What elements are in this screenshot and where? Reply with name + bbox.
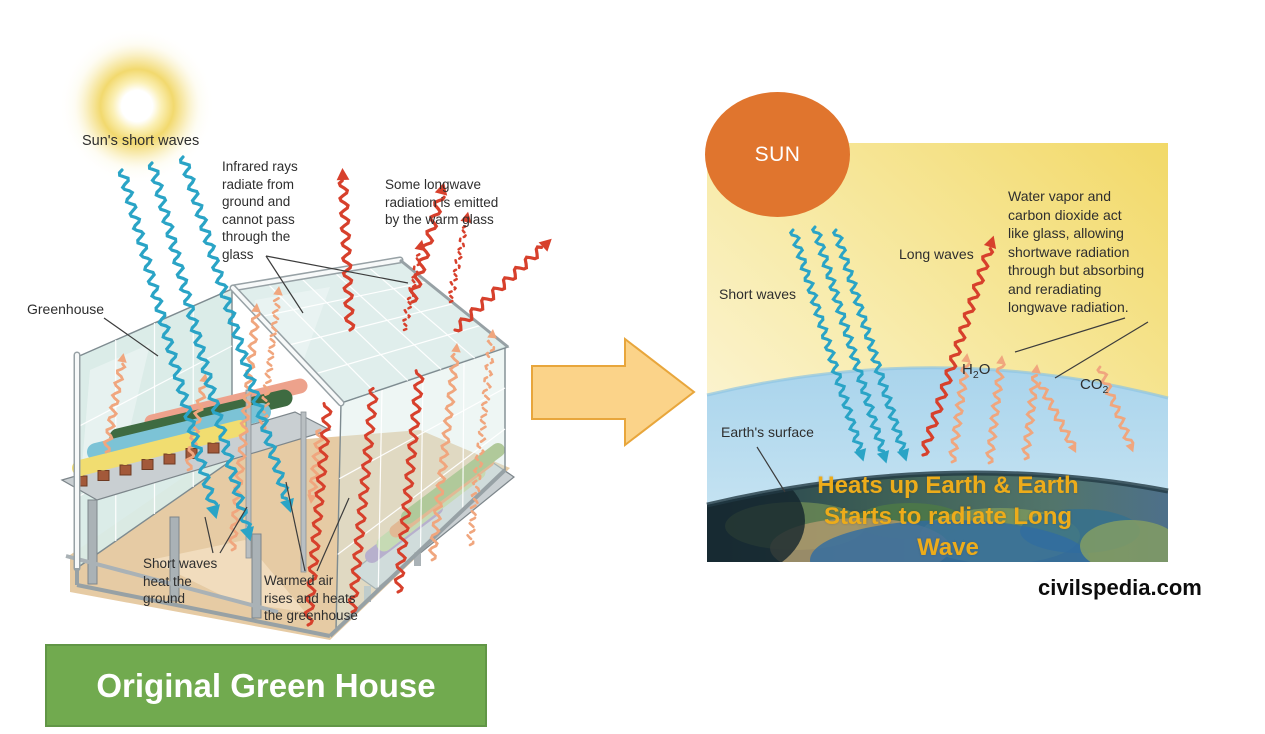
wavy-arrow <box>453 245 543 333</box>
arrowhead-icon <box>307 494 317 504</box>
arrowhead-icon <box>853 448 867 462</box>
wavy-arrow <box>948 362 971 464</box>
wavy-arrow <box>810 225 886 453</box>
wavy-arrow <box>427 352 460 562</box>
arrowhead-icon <box>996 355 1006 365</box>
wavy-arrow <box>788 228 864 452</box>
label-short-waves: Short waves <box>719 286 797 302</box>
arrowhead-icon <box>1125 442 1135 453</box>
arrowhead-icon <box>336 168 350 181</box>
wavy-arrow <box>117 168 219 506</box>
wavy-arrow <box>303 402 333 627</box>
transform-arrow <box>531 336 696 448</box>
wavy-arrow <box>184 383 209 472</box>
watermark-civilspedia: civilspedia.com <box>1038 575 1202 600</box>
label-greenhouse: Greenhouse <box>27 301 105 317</box>
arrowhead-icon <box>961 353 971 363</box>
wavy-arrow <box>465 337 496 547</box>
wavy-arrow <box>409 195 446 304</box>
sun-icon: SUN <box>705 92 850 217</box>
wavy-arrow <box>921 247 995 457</box>
label-warmed-air: Warmed air rises and heats the greenhous… <box>264 573 358 623</box>
arrowhead-icon <box>460 211 472 224</box>
label-long-waves: Long waves <box>899 246 974 262</box>
wavy-arrow <box>102 362 127 454</box>
arrowhead-icon <box>251 303 261 313</box>
arrowhead-icon <box>117 353 127 363</box>
wavy-arrow <box>347 387 379 614</box>
arrowhead-icon <box>896 448 910 462</box>
arrowhead-icon <box>206 504 220 520</box>
arrowhead-icon <box>1067 442 1077 453</box>
wavy-arrow <box>984 363 1006 465</box>
wavy-arrow <box>1021 373 1040 461</box>
arrowhead-icon <box>273 286 283 296</box>
label-short-waves-ground: Short waves heat the ground <box>143 556 218 606</box>
wavy-arrow <box>337 179 356 332</box>
label-h2o: H2O <box>962 360 991 381</box>
arrowhead-icon <box>983 235 997 249</box>
right-arrow-icon <box>531 336 696 448</box>
arrowhead-icon <box>538 238 552 252</box>
arrowhead-icon <box>434 182 448 196</box>
earth-continents <box>707 473 1168 562</box>
label-infrared-rays: Infrared rays radiate from ground and ca… <box>222 159 298 262</box>
wavy-arrow <box>831 228 907 452</box>
sun-glow-icon <box>59 28 215 184</box>
label-earths-surface: Earth's surface <box>721 424 814 440</box>
arrowhead-icon <box>451 343 461 353</box>
wavy-arrow <box>147 161 253 529</box>
arrowhead-icon <box>876 450 890 464</box>
caption-original-green-house: Original Green House <box>45 644 487 727</box>
arrowhead-icon <box>487 329 497 339</box>
wavy-arrow <box>178 155 290 501</box>
label-water-vapor-co2: Water vapor and carbon dioxide act like … <box>1008 188 1145 315</box>
label-co2: CO2 <box>1080 375 1109 396</box>
wavy-arrow <box>1036 381 1077 445</box>
sun-label: SUN <box>754 142 801 166</box>
label-suns-short-waves: Sun's short waves <box>82 133 200 149</box>
arrowhead-icon <box>1031 364 1041 374</box>
arrowhead-icon <box>240 526 254 542</box>
wavy-arrow <box>393 369 425 594</box>
greenhouse-illustration <box>59 28 552 640</box>
label-heats-up-earth: Heats up Earth & Earth Starts to radiate… <box>817 472 1079 561</box>
wavy-arrow <box>447 223 470 304</box>
wavy-arrow <box>1096 365 1134 444</box>
wavy-arrow <box>227 313 261 552</box>
label-some-longwave: Some longwave radiation is emitted by th… <box>385 177 499 227</box>
